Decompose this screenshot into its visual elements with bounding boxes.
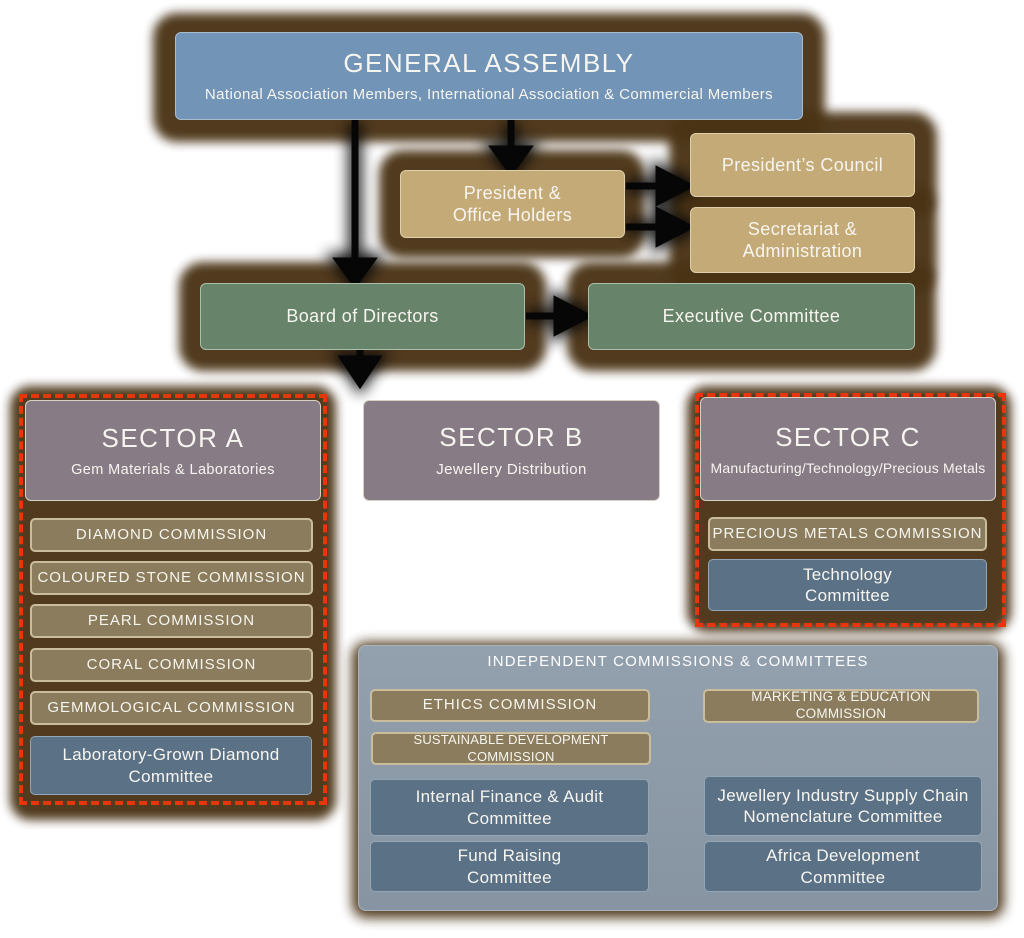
president-office-holders-box: President & Office Holders bbox=[400, 170, 625, 238]
executive-committee-box: Executive Committee bbox=[588, 283, 915, 350]
sector-a-commission-coloured-stone: COLOURED STONE COMMISSION bbox=[30, 561, 313, 595]
ethics-commission-box: ETHICS COMMISSION bbox=[370, 689, 650, 722]
marketing-education-commission-box: MARKETING & EDUCATION COMMISSION bbox=[703, 689, 979, 723]
sector-c-box: SECTOR C Manufacturing/Technology/Precio… bbox=[700, 397, 996, 501]
secretariat-box: Secretariat & Administration bbox=[690, 207, 915, 273]
sector-a-commission-coral: CORAL COMMISSION bbox=[30, 648, 313, 682]
sector-c-subtitle: Manufacturing/Technology/Precious Metals bbox=[710, 460, 986, 476]
fund-raising-line2: Committee bbox=[467, 867, 552, 887]
africa-development-committee-box: Africa Development Committee bbox=[704, 841, 982, 892]
presidents-council-box: President’s Council bbox=[690, 133, 915, 197]
sustainable-development-label: SUSTAINABLE DEVELOPMENT COMMISSION bbox=[413, 732, 609, 764]
africa-development-line1: Africa Development bbox=[766, 846, 920, 866]
general-assembly-box: GENERAL ASSEMBLY National Association Me… bbox=[175, 32, 803, 120]
fund-raising-committee-box: Fund Raising Committee bbox=[370, 841, 649, 892]
technology-line1: Technology bbox=[802, 564, 892, 584]
sector-a-commission-gemmological: GEMMOLOGICAL COMMISSION bbox=[30, 691, 313, 725]
internal-finance-line2: Committee bbox=[467, 808, 552, 828]
president-line2: Office Holders bbox=[452, 205, 573, 225]
sustainable-development-commission-box: SUSTAINABLE DEVELOPMENT COMMISSION bbox=[371, 732, 651, 765]
sector-c-title: SECTOR C bbox=[775, 421, 921, 452]
pearl-commission-label: PEARL COMMISSION bbox=[87, 611, 256, 629]
internal-finance-audit-committee-box: Internal Finance & Audit Committee bbox=[370, 779, 649, 836]
technology-line2: Committee bbox=[805, 586, 890, 605]
secretariat-line1: Secretariat & bbox=[747, 218, 858, 239]
general-assembly-subtitle: National Association Members, Internatio… bbox=[204, 86, 774, 104]
precious-metals-commission-box: PRECIOUS METALS COMMISSION bbox=[708, 517, 987, 551]
diamond-commission-label: DIAMOND COMMISSION bbox=[75, 525, 268, 543]
executive-committee-label: Executive Committee bbox=[662, 306, 841, 327]
lab-grown-line2: Committee bbox=[128, 766, 214, 786]
sector-a-commission-diamond: DIAMOND COMMISSION bbox=[30, 518, 313, 552]
sector-a-dashed-border bbox=[19, 394, 327, 805]
sector-b-box: SECTOR B Jewellery Distribution bbox=[363, 400, 660, 501]
sector-c-dashed-border bbox=[695, 393, 1006, 627]
supply-chain-nomenclature-committee-box: Jewellery Industry Supply Chain Nomencla… bbox=[704, 776, 982, 836]
supply-chain-line1: Jewellery Industry Supply Chain bbox=[717, 785, 969, 805]
presidents-council-label: President’s Council bbox=[721, 154, 884, 175]
coral-commission-label: CORAL COMMISSION bbox=[86, 655, 257, 673]
sector-a-commission-pearl: PEARL COMMISSION bbox=[30, 604, 313, 638]
sector-a-box: SECTOR A Gem Materials & Laboratories bbox=[25, 400, 321, 501]
board-of-directors-label: Board of Directors bbox=[286, 306, 439, 327]
supply-chain-line2: Nomenclature Committee bbox=[743, 807, 943, 826]
board-of-directors-box: Board of Directors bbox=[200, 283, 525, 350]
precious-metals-commission-label: PRECIOUS METALS COMMISSION bbox=[712, 524, 983, 542]
ethics-commission-label: ETHICS COMMISSION bbox=[422, 696, 598, 714]
fund-raising-line1: Fund Raising bbox=[457, 846, 562, 866]
lab-grown-line1: Laboratory-Grown Diamond bbox=[62, 745, 280, 765]
lab-grown-diamond-committee-box: Laboratory-Grown Diamond Committee bbox=[30, 736, 312, 795]
sector-a-subtitle: Gem Materials & Laboratories bbox=[71, 462, 275, 479]
marketing-education-label: MARKETING & EDUCATION COMMISSION bbox=[751, 689, 931, 721]
secretariat-line2: Administration bbox=[742, 241, 863, 261]
sector-b-title: SECTOR B bbox=[439, 422, 584, 453]
general-assembly-title: GENERAL ASSEMBLY bbox=[343, 47, 635, 78]
coloured-stone-commission-label: COLOURED STONE COMMISSION bbox=[37, 568, 306, 586]
independent-panel-title: INDEPENDENT COMMISSIONS & COMMITTEES bbox=[487, 653, 869, 670]
sector-b-subtitle: Jewellery Distribution bbox=[436, 460, 587, 478]
technology-committee-box: Technology Committee bbox=[708, 559, 987, 611]
internal-finance-line1: Internal Finance & Audit bbox=[415, 787, 604, 807]
president-line1: President & bbox=[463, 182, 562, 203]
africa-development-line2: Committee bbox=[800, 867, 886, 887]
gemmological-commission-label: GEMMOLOGICAL COMMISSION bbox=[47, 698, 296, 716]
sector-a-title: SECTOR A bbox=[101, 422, 245, 453]
